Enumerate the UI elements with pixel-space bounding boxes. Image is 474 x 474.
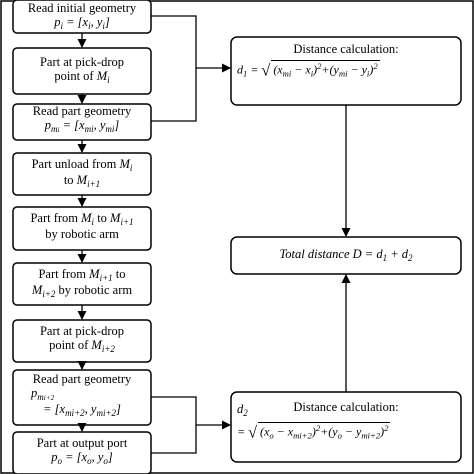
connector-partgeom-to-d1 [151,68,197,122]
total-distance-label: Total distance D = d1 + d2 [231,247,461,263]
read-part-geometry-2-label: Read part geometry pmi+2 = [xmi+2, ymi+2… [13,372,151,418]
total-distance-formula: Total distance D = d1 + d2 [279,247,413,264]
box7-line1: Part at pick-drop [39,324,124,338]
connector-output-to-d2 [151,425,197,454]
robotic-arm-transfer-2-label: Part from Mi+1 to Mi+2 by robotic arm [13,267,151,299]
box8-formula-line1: pmi+2 [31,386,55,403]
box9-formula: po = [xo, yo] [51,450,113,467]
output-port-label: Part at output port po = [xo, yo] [13,436,151,466]
d2-symbol: d2 [237,402,248,419]
connector-partgeom2-to-d2 [151,396,231,430]
box2-line2: point of Mi [54,69,110,86]
box4-line1: Part unload from Mi [31,157,133,174]
box9-title: Part at output port [36,436,128,450]
distance-calculation-1-label: Distance calculation: d1 = √(xmi − xi)2+… [231,42,461,79]
read-initial-geometry-label: Read initial geometry pi = [xi, yi] [13,1,151,31]
read-part-geometry-label: Read part geometry pmi = [xmi, ymi] [13,104,151,134]
d2-formula: = √(xo − xmi+2)2+(yo − ymi+2)2 [237,422,391,442]
pick-drop-mi-label: Part at pick-drop point of Mi [13,55,151,85]
d1-title: Distance calculation: [293,42,399,56]
box6-line2: Mi+2 by robotic arm [31,283,133,300]
box8-title: Read part geometry [32,372,132,386]
connector-initial-to-d1 [151,15,231,73]
box2-line1: Part at pick-drop [39,55,124,69]
d1-formula: d1 = √(xmi − xi)2+(ymi − yi)2 [237,60,380,80]
box3-formula: pmi = [xmi, ymi] [44,118,120,135]
box5-line1: Part from Mi to Mi+1 [30,211,134,228]
box1-formula: pi = [xi, yi] [54,15,110,32]
box7-line2: point of Mi+2 [49,338,115,355]
d2-header: d2 Distance calculation: [231,400,461,418]
box4-line2: to Mi+1 [63,173,101,190]
pick-drop-mi2-label: Part at pick-drop point of Mi+2 [13,324,151,354]
box6-line1: Part from Mi+1 to [38,267,126,284]
d2-title: Distance calculation: [293,400,399,414]
connector-lines [151,15,351,454]
box5-line2: by robotic arm [45,227,119,242]
part-unload-label: Part unload from Mi to Mi+1 [13,157,151,189]
robotic-arm-transfer-1-label: Part from Mi to Mi+1 by robotic arm [13,211,151,241]
box8-formula-line2: = [xmi+2, ymi+2] [43,402,121,419]
distance-calculation-2-label: d2 Distance calculation: = √(xo − xmi+2)… [231,400,461,441]
box1-title: Read initial geometry [27,1,137,15]
box3-title: Read part geometry [32,104,132,118]
